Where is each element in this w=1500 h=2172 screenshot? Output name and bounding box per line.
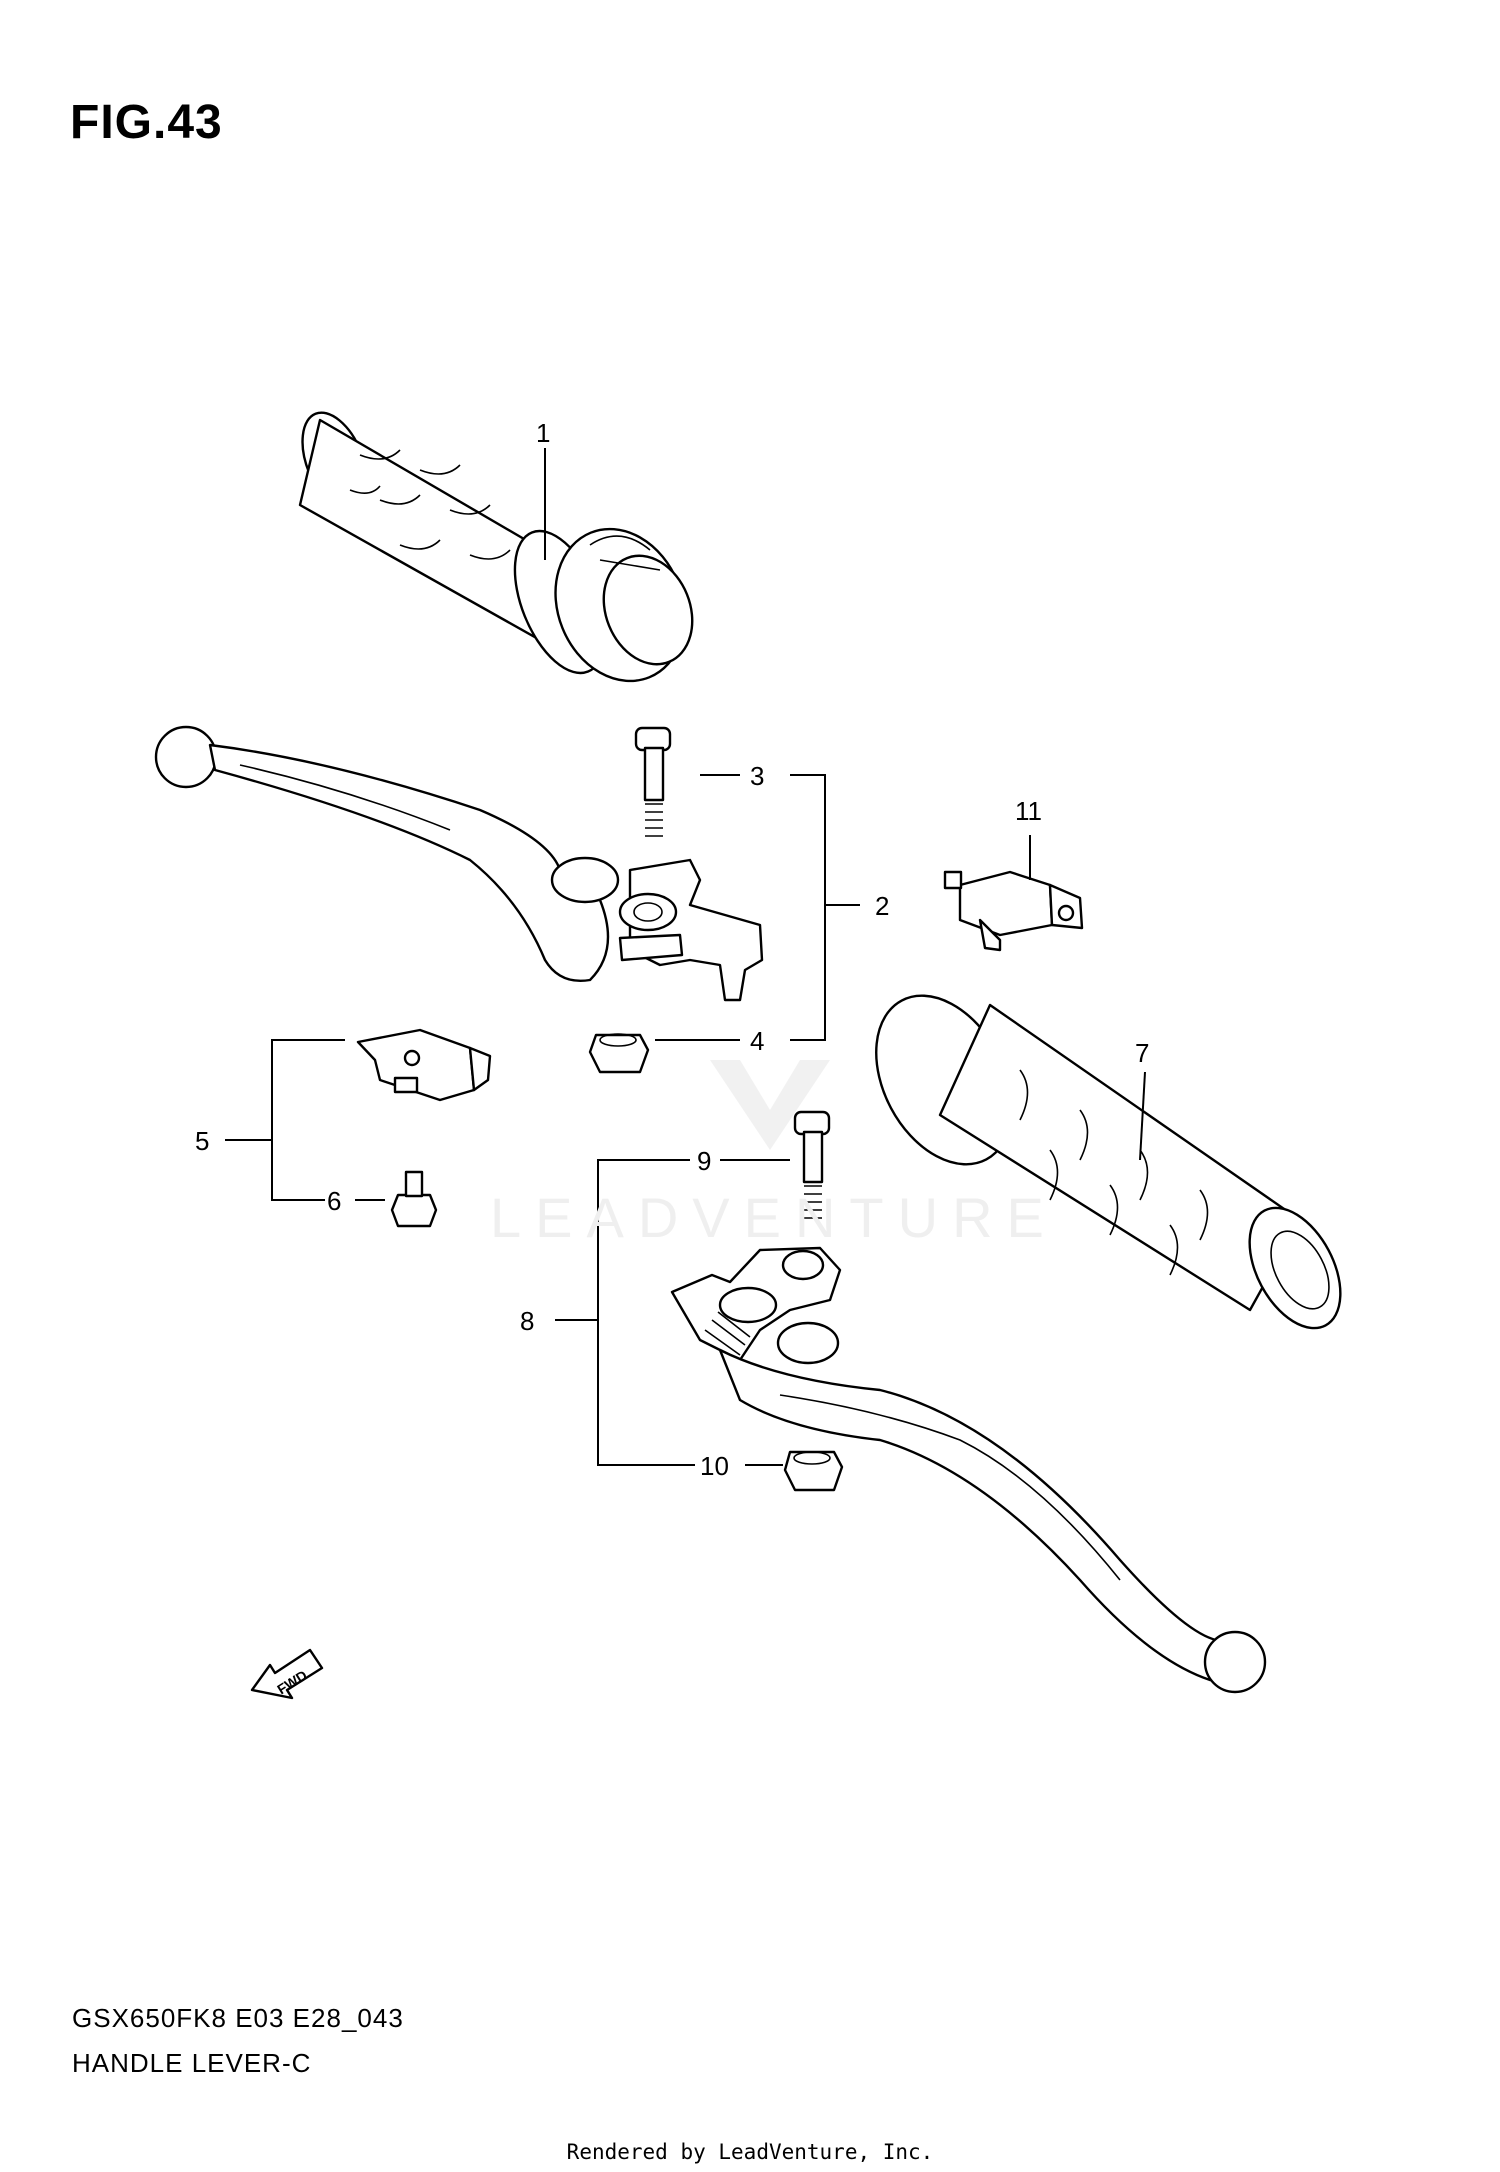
callout-1: 1 (536, 418, 550, 448)
pivot-bolt-lower (793, 1110, 831, 1219)
section-name: HANDLE LEVER-C (72, 2048, 312, 2078)
leader-lines (225, 448, 1146, 1466)
model-code: GSX650FK8 E03 E28_043 (72, 2003, 404, 2033)
callout-7: 7 (1135, 1038, 1149, 1068)
lower-lever (670, 1246, 1267, 1694)
callout-5: 5 (195, 1126, 209, 1156)
callout-11: 11 (1015, 796, 1042, 826)
screw (390, 1170, 438, 1228)
callout-9: 9 (697, 1146, 711, 1176)
stop-switch (943, 870, 1084, 952)
pivot-bolt-upper (634, 726, 672, 837)
callout-2: 2 (875, 891, 889, 921)
fwd-arrow-icon: FWD (250, 1648, 324, 1700)
callout-6: 6 (327, 1186, 341, 1216)
callout-8: 8 (520, 1306, 534, 1336)
figure-title: FIG.43 (70, 96, 223, 149)
left-grip (875, 994, 1342, 1330)
callout-4: 4 (750, 1026, 764, 1056)
callout-3: 3 (750, 761, 764, 791)
clutch-switch (356, 1028, 492, 1102)
render-credit: Rendered by LeadVenture, Inc. (566, 2140, 934, 2164)
throttle-grip (298, 411, 694, 683)
upper-lever (154, 725, 764, 1002)
watermark-text: LEADVENTURE (490, 1186, 1058, 1249)
nut-upper (588, 1033, 650, 1074)
nut-lower (783, 1450, 844, 1492)
callout-10: 10 (700, 1451, 729, 1481)
leadventure-watermark-logo (710, 1060, 830, 1150)
